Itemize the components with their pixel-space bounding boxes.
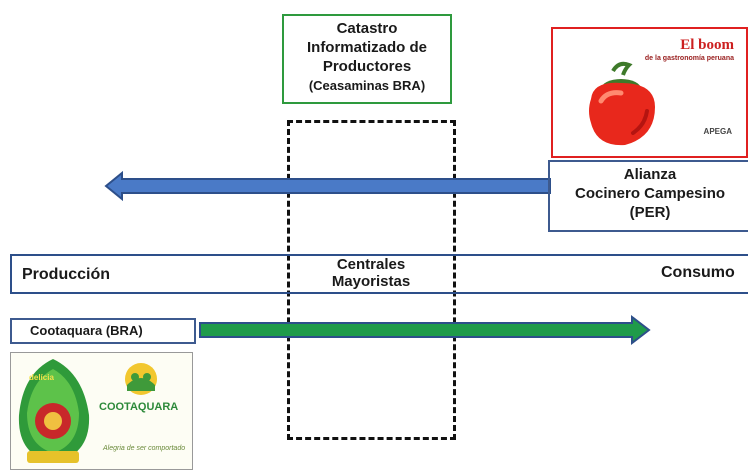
red-pepper-icon [589, 61, 655, 146]
centrales-line-2: Mayoristas [331, 273, 411, 290]
cootaquara-slogan: Alegria de ser comportado [103, 445, 186, 452]
centrales-label: Centrales Mayoristas [300, 256, 442, 290]
boom-gastronomia-image: El boom de la gastronomía peruana APEGA [551, 27, 748, 158]
centrales-mayoristas-box [287, 120, 456, 440]
cootaquara-box: Cootaquara (BRA) [10, 318, 196, 344]
delicia-package-icon [18, 359, 90, 463]
cootaquara-logo-icon [125, 363, 157, 395]
apega-logo: APEGA [703, 127, 732, 136]
blue-left-arrow [104, 170, 551, 202]
alianza-line-1: Alianza [623, 166, 677, 183]
cootaquara-brand-name: COOTAQUARA [99, 401, 179, 413]
alianza-box: Alianza Cocinero Campesino (PER) [548, 160, 748, 232]
produccion-consumo-band [10, 254, 748, 294]
produccion-label: Producción [22, 266, 111, 283]
catastro-line-2: Informatizado de [306, 39, 427, 56]
catastro-line-3: Productores [322, 58, 412, 75]
catastro-line-4: (Ceasaminas BRA) [308, 78, 426, 93]
green-right-arrow [199, 314, 651, 346]
catastro-box: Catastro Informatizado de Productores (C… [282, 14, 452, 104]
alianza-line-3: (PER) [629, 204, 671, 221]
centrales-line-1: Centrales [336, 256, 406, 273]
cootaquara-image: delícia COOTAQUARA Alegria de ser compor… [10, 352, 193, 470]
consumo-label: Consumo [661, 264, 735, 281]
boom-title: El boom [680, 37, 734, 53]
delicia-product-name: delícia [29, 373, 54, 382]
boom-subtitle: de la gastronomía peruana [644, 55, 734, 62]
alianza-line-2: Cocinero Campesino [574, 185, 726, 202]
catastro-line-1: Catastro [336, 20, 398, 37]
